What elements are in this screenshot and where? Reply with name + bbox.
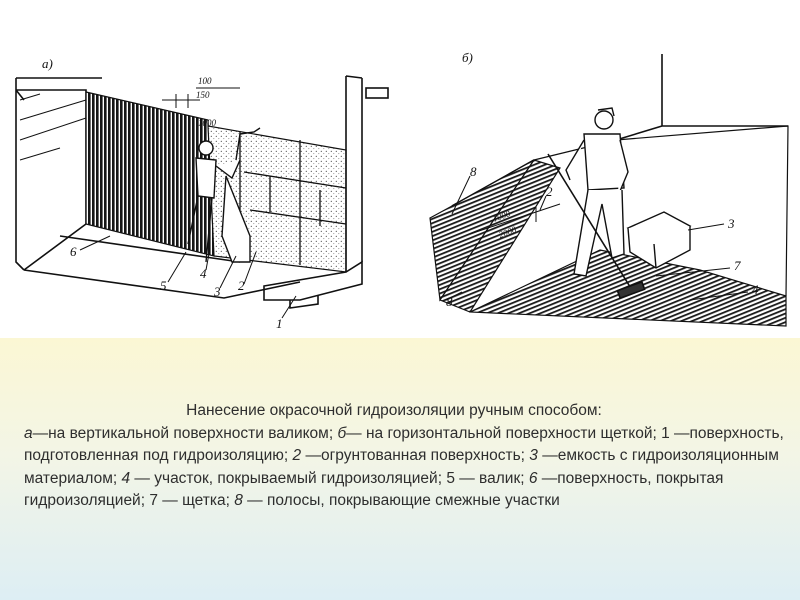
panel-a	[15, 75, 389, 319]
caption-title: Нанесение окрасочной гидроизоляции ручны…	[186, 402, 602, 419]
primed-floor-2	[533, 125, 789, 297]
waterproofing-illustration: а) 100 150 1000 6 5 4 3 2 1	[15, 50, 789, 331]
caption-fragment: —поверхность, покрытая гидроизоляцией; 7…	[24, 469, 724, 510]
panel-b-letter: б)	[462, 50, 473, 65]
caption-fragment: а	[24, 424, 33, 442]
coated-surface-6	[85, 91, 215, 257]
brush-handle-7	[547, 153, 633, 291]
panel-a-dim-100: 100	[198, 76, 212, 86]
caption-band: Нанесение окрасочной гидроизоляции ручны…	[0, 338, 800, 600]
panel-a-dim-1000: 1000	[198, 118, 217, 128]
callout-b-4: 4	[752, 282, 759, 297]
panel-a-left-wall-hatching	[19, 93, 87, 161]
panel-a-dimension-lines	[162, 87, 240, 108]
callout-b-8-bottom: 8	[446, 294, 453, 309]
panel-a-labels: а) 100 150 1000 6 5 4 3 2 1	[42, 56, 283, 331]
caption-fragment: 2	[292, 447, 302, 464]
caption-fragment: —на вертикальной поверхности валиком;	[32, 424, 338, 442]
figure-caption: Нанесение окрасочной гидроизоляции ручны…	[24, 400, 784, 513]
callout-a-6: 6	[70, 244, 77, 259]
worker-with-brush	[565, 107, 629, 277]
brush-head-7	[616, 280, 646, 300]
callout-a-1: 1	[276, 316, 283, 331]
caption-fragment: —емкость с гидроизоляционным материалом;	[24, 447, 779, 487]
material-container-3	[626, 211, 692, 269]
caption-fragment: — участок, покрываемый гидроизоляцией; 5…	[130, 469, 529, 487]
caption-fragment: — полосы, покрывающие смежные участки	[242, 492, 560, 509]
block-joints	[239, 132, 347, 265]
callout-a-2: 2	[238, 278, 245, 293]
caption-fragment: б	[337, 424, 347, 442]
callout-a-3: 3	[213, 284, 221, 299]
callout-b-3: 3	[727, 216, 735, 231]
coated-area-lower	[439, 159, 787, 327]
panel-a-letter: а)	[42, 56, 53, 71]
caption-fragment: 3	[529, 447, 538, 464]
caption-fragment: 8	[234, 492, 243, 509]
pilaster-sign	[365, 87, 389, 99]
caption-fragment: — на горизонтальной поверхности щеткой; …	[24, 424, 784, 465]
pilaster	[345, 75, 363, 272]
panel-a-floor	[23, 223, 301, 299]
caption-fragment: —огрунтованная поверхность;	[301, 447, 530, 464]
worker-with-roller	[187, 127, 261, 263]
panel-b-leaders	[445, 175, 749, 301]
panel-a-leaders	[79, 235, 297, 319]
caption-text: а—на вертикальной поверхности валиком; б…	[24, 425, 784, 510]
callout-a-4: 4	[200, 266, 207, 281]
panel-a-room-outline	[15, 77, 102, 271]
callout-a-5: 5	[160, 278, 167, 293]
foundation-ledge	[263, 260, 363, 309]
panel-a-dim-150: 150	[196, 90, 210, 100]
panel-b	[429, 54, 789, 327]
callout-b-8-top: 8	[470, 164, 477, 179]
callout-b-2: 2	[546, 184, 553, 199]
caption-fragment: 4	[121, 469, 131, 487]
caption-fragment: 6	[528, 469, 538, 487]
panel-b-dimension-lines	[469, 203, 561, 235]
callout-b-7: 7	[734, 258, 741, 273]
